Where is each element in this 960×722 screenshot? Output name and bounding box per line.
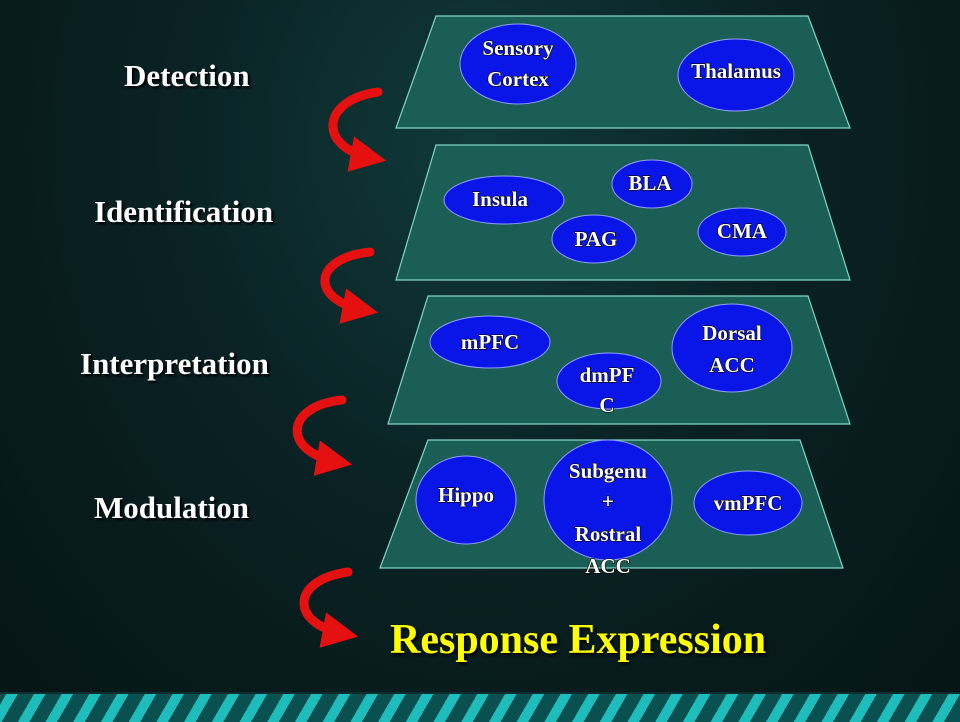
region-mpfc: mPFC <box>429 315 551 369</box>
svg-text:mPFC: mPFC <box>461 330 519 354</box>
svg-text:Thalamus: Thalamus <box>691 59 781 83</box>
region-insula: Insula <box>443 175 565 225</box>
plane-interpretation <box>387 295 851 425</box>
arrow-detection-to-identification <box>328 87 387 172</box>
svg-text:Rostral: Rostral <box>575 522 642 546</box>
svg-text:ACC: ACC <box>709 353 755 377</box>
svg-text:dmPF: dmPF <box>580 363 635 387</box>
svg-text:vmPFC: vmPFC <box>714 491 783 515</box>
region-vmpfc: vmPFC <box>693 470 803 536</box>
arrow-interpretation-to-modulation <box>292 395 353 476</box>
svg-text:PAG: PAG <box>575 227 618 251</box>
svg-text:Subgenu: Subgenu <box>569 459 648 483</box>
region-thalamus: Thalamus <box>677 38 795 112</box>
stage-label-identification: Identification <box>94 194 274 229</box>
footer-stripe <box>0 692 960 722</box>
region-cma: CMA <box>697 207 787 257</box>
region-subgenu-rostral-acc: Subgenu + Rostral ACC <box>543 439 673 579</box>
region-pag: PAG <box>551 214 637 264</box>
svg-text:+: + <box>602 489 614 513</box>
svg-text:CMA: CMA <box>717 219 768 243</box>
plane-detection <box>395 15 851 129</box>
region-dmpfc: dmPF C <box>556 352 662 418</box>
plane-identification <box>395 144 851 281</box>
region-hippo: Hippo <box>415 455 517 545</box>
svg-text:ACC: ACC <box>585 554 631 578</box>
response-expression-label: Response Expression <box>390 617 767 663</box>
region-sensory-cortex: Sensory Cortex <box>459 23 577 105</box>
svg-text:BLA: BLA <box>628 171 672 195</box>
svg-text:Sensory: Sensory <box>482 36 554 60</box>
svg-text:Cortex: Cortex <box>487 67 549 91</box>
arrow-identification-to-interpretation <box>320 247 379 324</box>
stage-label-modulation: Modulation <box>94 490 250 525</box>
svg-text:Dorsal: Dorsal <box>702 321 762 345</box>
region-bla: BLA <box>611 159 693 209</box>
stage-label-detection: Detection <box>124 58 250 93</box>
arrow-modulation-to-response <box>299 567 359 648</box>
svg-text:C: C <box>599 393 614 417</box>
region-dorsal-acc: Dorsal ACC <box>671 303 793 393</box>
svg-text:Insula: Insula <box>472 187 529 211</box>
plane-modulation <box>379 439 844 569</box>
svg-text:Hippo: Hippo <box>438 483 494 507</box>
stage-label-interpretation: Interpretation <box>80 346 269 381</box>
